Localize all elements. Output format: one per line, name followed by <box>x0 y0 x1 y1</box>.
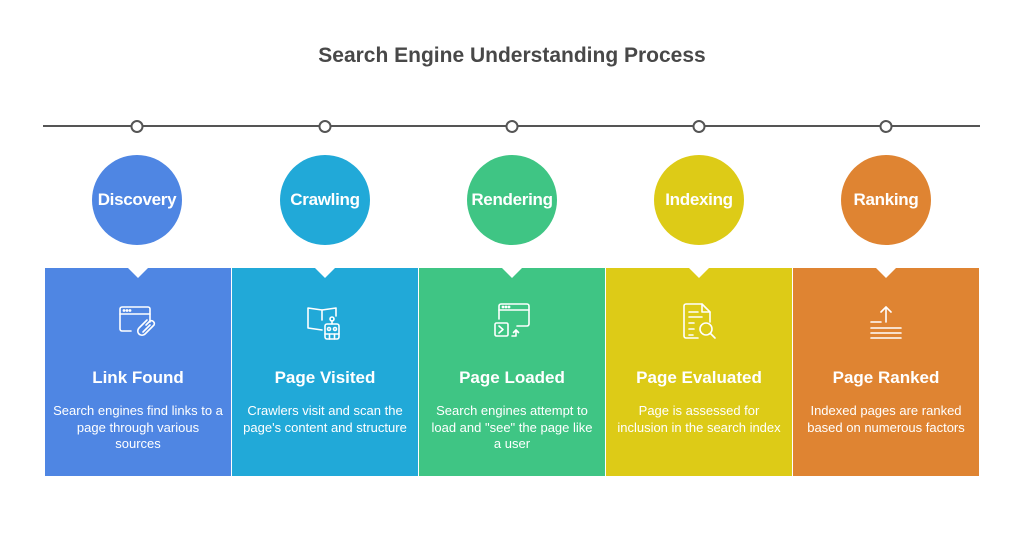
stage-label: Indexing <box>665 190 733 209</box>
card-title: Page Evaluated <box>636 368 762 387</box>
card-description: Search engines attempt to load and "see"… <box>431 403 593 451</box>
card-notch <box>315 268 335 278</box>
stage-label: Ranking <box>853 190 919 209</box>
diagram-title: Search Engine Understanding Process <box>318 44 706 67</box>
card-description: Search engines find links to a page thro… <box>53 403 223 451</box>
stage-label: Rendering <box>471 190 553 209</box>
stage-bubble-rendering: Rendering <box>467 155 557 245</box>
timeline-node <box>130 120 144 133</box>
card-title: Page Loaded <box>459 368 565 387</box>
card-description: Indexed pages are ranked based on numero… <box>807 403 965 435</box>
stage-bubble-ranking: Ranking <box>841 155 931 245</box>
card-notch <box>502 268 522 278</box>
card-description: Crawlers visit and scan the page's conte… <box>243 403 407 435</box>
card-title: Page Visited <box>274 368 376 387</box>
card-notch <box>689 268 709 278</box>
card-description: Page is assessed for inclusion in the se… <box>617 403 781 435</box>
stage-bubble-indexing: Indexing <box>654 155 744 245</box>
card-notch <box>128 268 148 278</box>
card-title: Page Ranked <box>832 368 940 387</box>
timeline-node <box>505 120 519 133</box>
stage-bubble-discovery: Discovery <box>92 155 182 245</box>
card-notch <box>876 268 896 278</box>
timeline-node <box>692 120 706 133</box>
stage-label: Discovery <box>97 190 177 209</box>
rank-up-icon <box>861 298 911 348</box>
card-title: Link Found <box>92 368 184 387</box>
browser-link-icon <box>113 298 163 348</box>
timeline-node <box>879 120 893 133</box>
timeline-node <box>318 120 332 133</box>
stage-bubble-crawling: Crawling <box>280 155 370 245</box>
stage-label: Crawling <box>290 190 360 209</box>
book-robot-icon <box>300 298 350 348</box>
browser-terminal-icon <box>487 298 537 348</box>
document-search-icon <box>674 298 724 348</box>
